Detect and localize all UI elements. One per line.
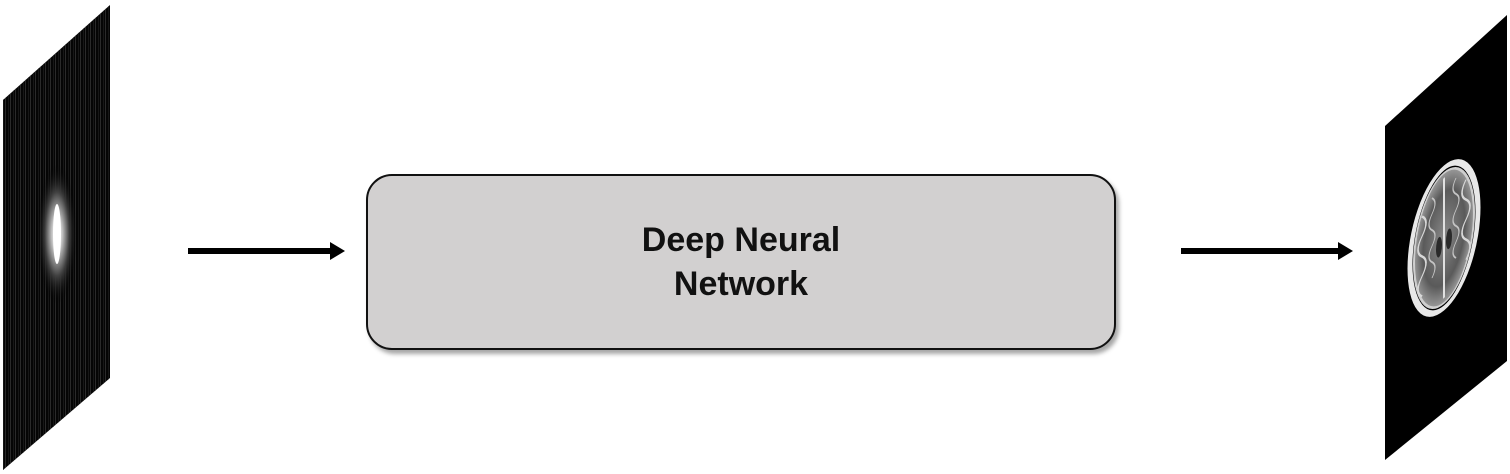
deep-neural-network-box: Deep Neural Network bbox=[366, 174, 1116, 350]
input-arrow bbox=[188, 242, 345, 260]
model-label-line2: Network bbox=[673, 265, 809, 303]
kspace-image-icon bbox=[3, 5, 110, 470]
brain-mri-image-icon bbox=[1385, 15, 1507, 460]
model-label-line1: Deep Neural bbox=[641, 221, 841, 259]
output-arrow bbox=[1181, 242, 1353, 260]
